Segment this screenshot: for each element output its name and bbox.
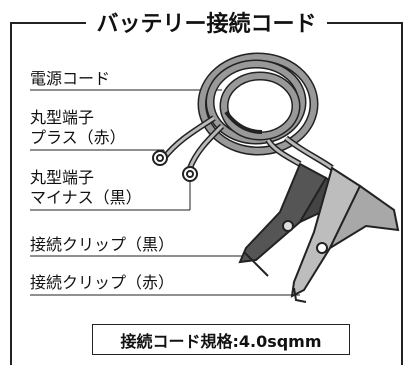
label-ring-terminal-minus: 丸型端子 マイナス（黒） <box>30 168 142 208</box>
ring-terminals <box>152 150 198 182</box>
label-clip-black: 接続クリップ（黒） <box>30 235 175 254</box>
diagram-title: バッテリー接続コード <box>0 6 413 38</box>
spec-text: 接続コード規格:4.0sqmm <box>120 331 322 351</box>
label-power-cord: 電源コード <box>30 69 111 88</box>
power-cord-coil <box>161 52 334 171</box>
label-ring-plus-line2: プラス（赤） <box>30 128 126 147</box>
clip-red <box>290 166 400 303</box>
leader-lines <box>30 89 300 296</box>
spec-box: 接続コード規格:4.0sqmm <box>92 324 350 355</box>
label-ring-minus-line1: 丸型端子 <box>30 168 95 187</box>
label-ring-plus-line1: 丸型端子 <box>30 108 95 127</box>
label-ring-minus-line2: マイナス（黒） <box>30 188 142 207</box>
label-ring-terminal-plus: 丸型端子 プラス（赤） <box>30 108 126 148</box>
label-clip-red: 接続クリップ（赤） <box>30 273 175 292</box>
